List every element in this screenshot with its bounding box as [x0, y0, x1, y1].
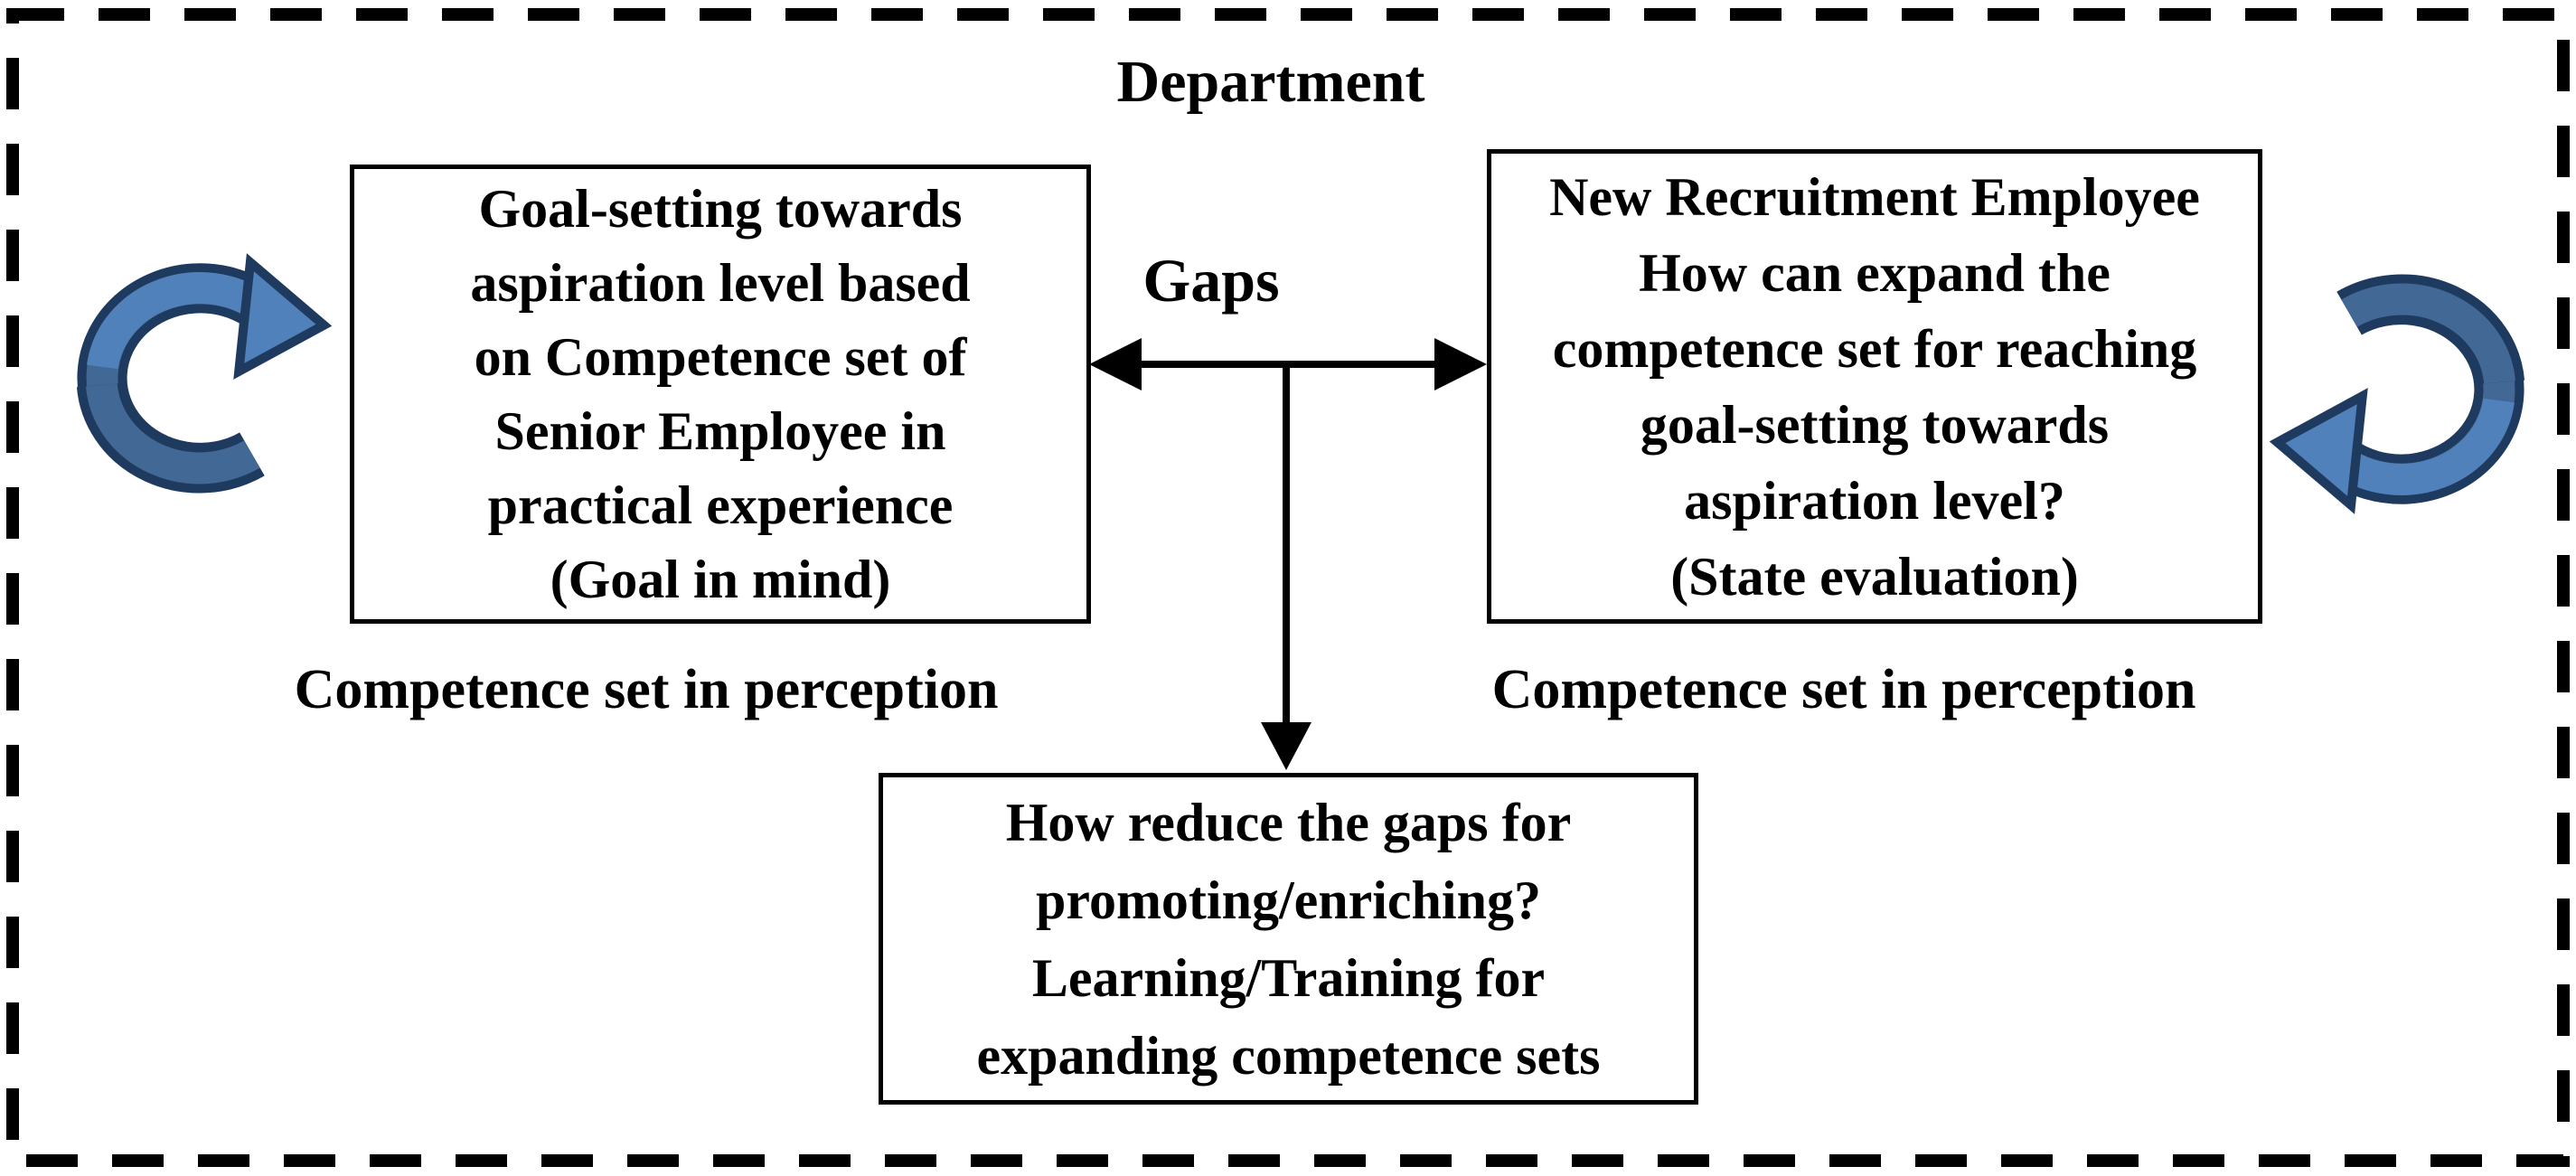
- cycle-arrow-right-icon: [2269, 271, 2526, 522]
- box-text-line: expanding competence sets: [976, 1025, 1601, 1086]
- diagram-title: Department: [1116, 49, 1425, 115]
- right-box-caption: Competence set in perception: [1491, 659, 2196, 720]
- box-text-line: aspiration level?: [1684, 470, 2065, 531]
- senior-employee-goal-box: Goal-setting towards aspiration level ba…: [350, 165, 1091, 624]
- new-recruit-question-box: New Recruitment Employee How can expand …: [1487, 149, 2262, 624]
- left-box-caption: Competence set in perception: [294, 659, 999, 720]
- box-text-line: on Competence set of: [474, 327, 967, 387]
- box-text-line: (Goal in mind): [550, 550, 891, 609]
- box-text-line: (State evaluation): [1670, 546, 2079, 607]
- arrowhead-left-icon: [1089, 338, 1142, 390]
- box-text-line: New Recruitment Employee: [1549, 166, 2200, 227]
- box-text-line: goal-setting towards: [1640, 394, 2110, 455]
- box-text-line: practical experience: [487, 475, 954, 535]
- box-text-line: Goal-setting towards: [478, 179, 963, 239]
- arrowhead-down-icon: [1261, 722, 1312, 770]
- gaps-down-arrow: [1261, 364, 1312, 770]
- box-text-line: promoting/enriching?: [1036, 870, 1541, 930]
- arrowhead-right-icon: [1434, 338, 1487, 390]
- box-text-line: competence set for reaching: [1552, 318, 2197, 379]
- box-text-line: How reduce the gaps for: [1005, 792, 1572, 852]
- box-text-line: Senior Employee in: [494, 401, 946, 461]
- gaps-label: Gaps: [1142, 246, 1280, 315]
- gaps-double-arrow: [1089, 338, 1487, 390]
- box-text-line: Learning/Training for: [1031, 947, 1546, 1008]
- reduce-gaps-box: How reduce the gaps for promoting/enrich…: [879, 773, 1698, 1105]
- box-text-line: aspiration level based: [470, 253, 971, 313]
- box-text-line: How can expand the: [1639, 242, 2111, 303]
- cycle-arrow-left-icon: [76, 253, 333, 494]
- cycle-arrowhead-icon: [233, 253, 333, 380]
